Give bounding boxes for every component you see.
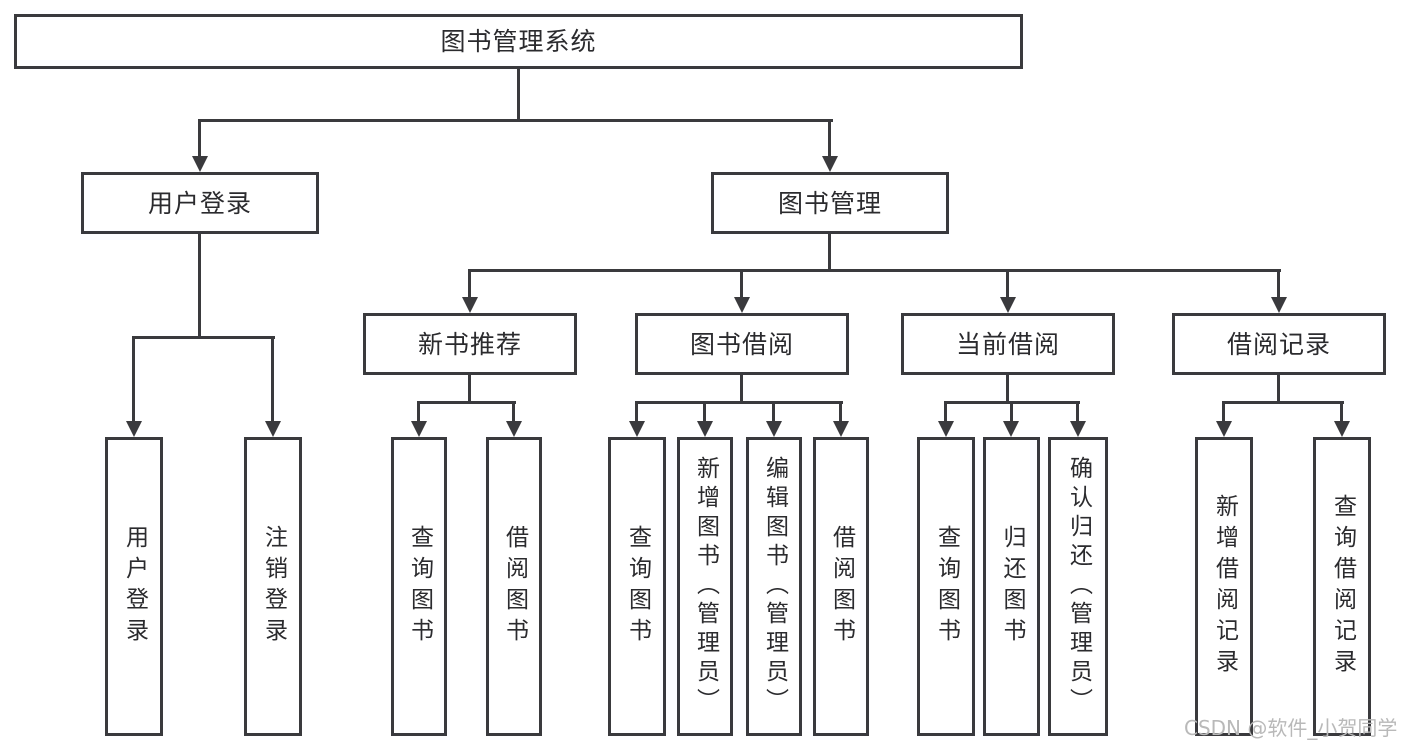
edge-line [828,234,831,272]
edge-line [271,336,274,424]
edge-line [198,119,201,158]
node-borrowing-records: 借阅记录 [1172,313,1386,375]
edge-line [417,401,420,424]
node-new-book-recommendation: 新书推荐 [363,313,577,375]
arrow-down-icon [1070,421,1086,437]
edge-line [132,336,135,424]
edge-line [1076,401,1079,424]
arrow-down-icon [1216,421,1232,437]
edge-line [512,401,515,424]
arrow-down-icon [265,421,281,437]
leaf-query-borrow-record: 查询借阅记录 [1313,437,1371,736]
arrow-down-icon [1334,421,1350,437]
edge-line [740,375,743,404]
edge-line [468,269,1281,272]
edge-line [198,234,201,338]
arrow-down-icon [938,421,954,437]
edge-line [1277,269,1280,300]
arrow-down-icon [462,297,478,313]
leaf-return-books: 归还图书 [983,437,1040,736]
node-book-management: 图书管理 [711,172,949,234]
edge-line [1010,401,1013,424]
arrow-down-icon [1271,297,1287,313]
edge-line [468,269,471,300]
node-book-borrowing: 图书借阅 [635,313,849,375]
edge-line [740,269,743,300]
leaf-query-books: 查询图书 [608,437,666,736]
node-current-borrowing: 当前借阅 [901,313,1115,375]
leaf-add-borrow-record: 新增借阅记录 [1195,437,1253,736]
edge-line [1006,375,1009,404]
leaf-edit-books-admin: 编辑图书（管理员） [746,437,802,736]
arrow-down-icon [126,421,142,437]
edge-line [635,401,638,424]
leaf-user-login: 用户登录 [105,437,163,736]
edge-line [1006,269,1009,300]
edge-line [944,401,947,424]
edge-line [132,336,275,339]
arrow-down-icon [1003,421,1019,437]
node-user-login: 用户登录 [81,172,319,234]
leaf-query-books: 查询图书 [917,437,975,736]
edge-line [772,401,775,424]
arrow-down-icon [697,421,713,437]
watermark-text: CSDN @软件_小贺同学 [1184,716,1398,740]
edge-line [839,401,842,424]
arrow-down-icon [629,421,645,437]
edge-line [468,375,471,404]
leaf-query-books: 查询图书 [391,437,447,736]
arrow-down-icon [1000,297,1016,313]
edge-line [635,401,843,404]
leaf-logout: 注销登录 [244,437,302,736]
arrow-down-icon [833,421,849,437]
edge-line [417,401,516,404]
edge-line [1222,401,1344,404]
arrow-down-icon [766,421,782,437]
arrow-down-icon [506,421,522,437]
node-library-management-system: 图书管理系统 [14,14,1023,69]
arrow-down-icon [734,297,750,313]
arrow-down-icon [822,156,838,172]
edge-line [517,68,520,122]
edge-line [828,119,831,158]
arrow-down-icon [411,421,427,437]
edge-line [703,401,706,424]
leaf-add-books-admin: 新增图书（管理员） [677,437,733,736]
edge-line [198,119,833,122]
edge-line [1277,375,1280,404]
leaf-borrow-books: 借阅图书 [486,437,542,736]
edge-line [1340,401,1343,424]
leaf-confirm-return-admin: 确认归还（管理员） [1048,437,1108,736]
leaf-borrow-books: 借阅图书 [813,437,869,736]
edge-line [1222,401,1225,424]
arrow-down-icon [192,156,208,172]
